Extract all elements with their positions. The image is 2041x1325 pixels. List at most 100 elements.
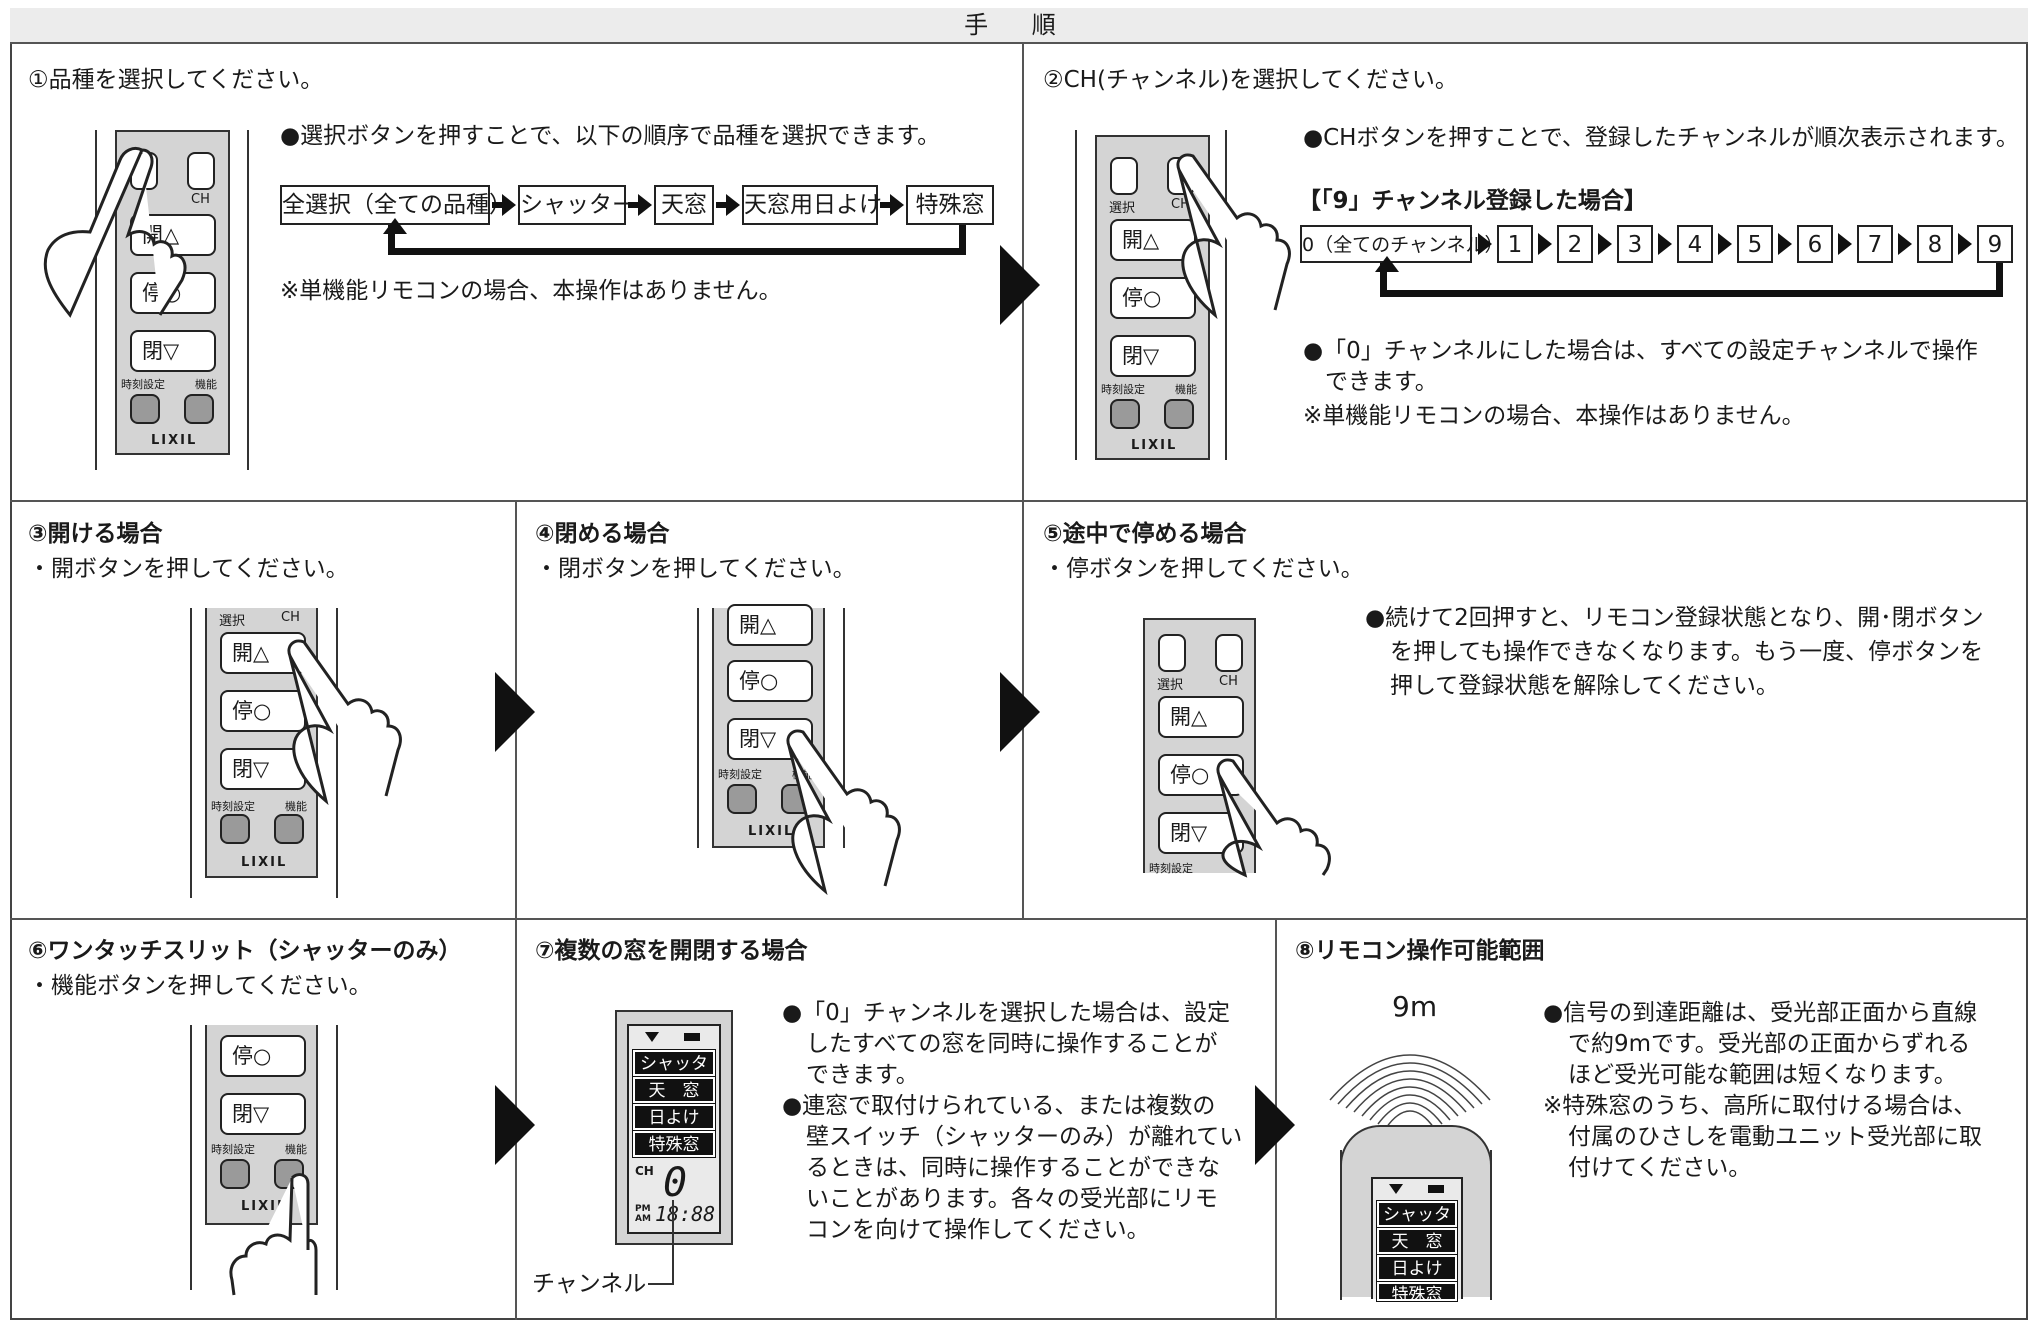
s2-subtitle: 【「9」チャンネル登録した場合】: [1298, 188, 1647, 214]
s1-flow-special-window: 特殊窓: [906, 185, 994, 225]
function-button[interactable]: [1164, 399, 1194, 429]
close-button[interactable]: 閉▽: [220, 748, 306, 790]
select-label: 選択: [1157, 678, 1184, 693]
stop-button[interactable]: 停○: [220, 1035, 306, 1077]
s4-desc: ・閉ボタンを押してください。: [535, 556, 856, 582]
lcd-item-shade: 日よけ: [1376, 1254, 1458, 1282]
s2-flow-arrow-2: [1598, 233, 1612, 255]
ch-button[interactable]: [1215, 634, 1243, 672]
lcd-item-shutter: シャッター: [1376, 1200, 1458, 1249]
s2-hand-icon: [1176, 153, 1291, 320]
s8-note-line3: ほど受光可能な範囲は短くなります。: [1568, 1062, 1957, 1088]
section3-title: ③開ける場合: [28, 521, 163, 547]
lcd-ch-label: CH: [635, 1164, 654, 1178]
s5-hand-icon: [1216, 758, 1331, 878]
lcd-remote: シャッター 天 窓 日よけ 特殊窓 CH 0 PM AM 18:88: [615, 1010, 733, 1245]
close-button[interactable]: 閉▽: [1110, 335, 1196, 377]
row-divider-2: [10, 918, 2028, 920]
s1-flow-arrow-stem-3: [716, 202, 728, 208]
section2-title: ②CH(チャンネル)を選択してください。: [1043, 67, 1458, 93]
lcd-item-skylight: 天 窓: [1376, 1227, 1458, 1255]
lcd-item-skylight: 天 窓: [632, 1076, 716, 1104]
s2-remote-edge-right: [1225, 130, 1227, 460]
s2-note2-line1: ●「0」チャンネルにした場合は、すべての設定チャンネルで操作: [1303, 338, 1978, 364]
lixil-logo: LIXIL: [1131, 438, 1178, 453]
close-button[interactable]: 閉▽: [727, 718, 813, 760]
channel-label: チャンネル: [532, 1271, 647, 1297]
lcd-am-label: AM: [635, 1214, 651, 1224]
function-label: 機能: [1175, 383, 1197, 396]
time-setting-button[interactable]: [727, 784, 757, 814]
step-arrow-1-2: [1000, 245, 1040, 325]
s4-remote: 開△ 停○ 閉▽ 時刻設定 機能 LIXIL: [712, 604, 825, 848]
section4-title: ④閉める場合: [535, 521, 670, 547]
s8-note-line2: で約9mです。受光部の正面からずれる: [1568, 1031, 1971, 1057]
open-button[interactable]: 開△: [1110, 219, 1196, 261]
open-button[interactable]: 開△: [1158, 696, 1244, 738]
s1-flow-skylight-shade: 天窓用日よけ: [742, 185, 882, 225]
section6-title: ⑥ワンタッチスリット（シャッターのみ）: [28, 938, 462, 964]
select-label: 選択: [1109, 201, 1136, 216]
time-setting-button[interactable]: [220, 814, 250, 844]
open-button[interactable]: 開△: [727, 604, 813, 646]
s6-desc: ・機能ボタンを押してください。: [28, 973, 372, 999]
lcd-pm-label: PM: [635, 1204, 651, 1214]
time-setting-button[interactable]: [1110, 399, 1140, 429]
time-setting-button[interactable]: [220, 1159, 250, 1189]
s6-remote-edge-left: [190, 1025, 192, 1290]
s1-flow-arrow-4: [890, 194, 904, 216]
time-setting-label: 時刻設定: [211, 1143, 255, 1156]
select-button[interactable]: [1158, 634, 1186, 672]
signal-waves-icon: [1329, 1054, 1491, 1129]
step-arrow-3-4: [495, 672, 535, 752]
stop-button[interactable]: 停○: [1110, 277, 1196, 319]
s5-note-line1: ●続けて2回押すと、リモコン登録状態となり、開･閉ボタン: [1365, 605, 1984, 631]
time-setting-button[interactable]: [130, 394, 160, 424]
function-button[interactable]: [274, 814, 304, 844]
s8-note-line6: 付けてください。: [1568, 1155, 1752, 1181]
s5-note-line3: 押して登録状態を解除してください。: [1390, 673, 1779, 699]
s6-remote-edge-right: [336, 1025, 338, 1290]
ch-button[interactable]: [187, 152, 215, 190]
s1-flow-return-loop: [388, 225, 966, 255]
time-setting-label: 時刻設定: [1101, 383, 1145, 396]
close-button[interactable]: 閉▽: [220, 1093, 306, 1135]
s2-flow-arrow-7: [1898, 233, 1912, 255]
s1-flow-return-arrowhead: [383, 218, 407, 234]
step-arrow-6-7: [495, 1085, 535, 1165]
s3-desc: ・開ボタンを押してください。: [28, 556, 349, 582]
s7-note1-line2: したすべての窓を同時に操作することが: [806, 1031, 1218, 1057]
step-arrow-7-8: [1255, 1085, 1295, 1165]
s2-flow-ch-9: 9: [1977, 225, 2013, 263]
s7-note1-line3: できます。: [806, 1062, 919, 1088]
s2-flow-arrow-3: [1658, 233, 1672, 255]
s1-remote-edge-right: [247, 130, 249, 470]
s3-remote-edge-right: [336, 608, 338, 898]
s2-flow-ch-4: 4: [1677, 225, 1713, 263]
s2-flow-arrow-0: [1478, 233, 1492, 255]
s8-lcd-remote: シャッター 天 窓 日よけ 特殊窓: [1340, 1125, 1492, 1302]
lcd-item-shade: 日よけ: [632, 1103, 716, 1131]
s2-flow-return-loop: [1380, 263, 2003, 297]
s2-note2-line2: できます。: [1325, 369, 1438, 395]
close-button[interactable]: 閉▽: [130, 330, 216, 372]
section5-title: ⑤途中で停める場合: [1043, 521, 1247, 547]
s7-note1-line1: ●「0」チャンネルを選択した場合は、設定: [782, 1000, 1231, 1026]
function-button[interactable]: [184, 394, 214, 424]
signal-icon: [1389, 1184, 1403, 1194]
time-setting-label: 時刻設定: [1149, 862, 1193, 875]
s1-flow-arrow-stem-4: [880, 202, 892, 208]
ch-label: CH: [191, 192, 210, 207]
s7-note2-line1: ●連窓で取付けられている、または複数の: [782, 1093, 1216, 1119]
s2-flow-arrow-4: [1718, 233, 1732, 255]
time-setting-label: 時刻設定: [121, 378, 165, 391]
select-button[interactable]: [1110, 157, 1138, 195]
s2-flow-arrow-6: [1838, 233, 1852, 255]
s1-remote-edge-left: [95, 130, 97, 470]
s4-remote-edge-right: [843, 608, 845, 848]
s3-remote-edge-left: [190, 608, 192, 898]
function-label: 機能: [285, 800, 307, 813]
s8-note-line4: ※特殊窓のうち、高所に取付ける場合は、: [1543, 1093, 1977, 1119]
stop-button[interactable]: 停○: [727, 660, 813, 702]
lcd-screen: シャッター 天 窓 日よけ 特殊窓 CH 0 PM AM 18:88: [627, 1024, 721, 1234]
